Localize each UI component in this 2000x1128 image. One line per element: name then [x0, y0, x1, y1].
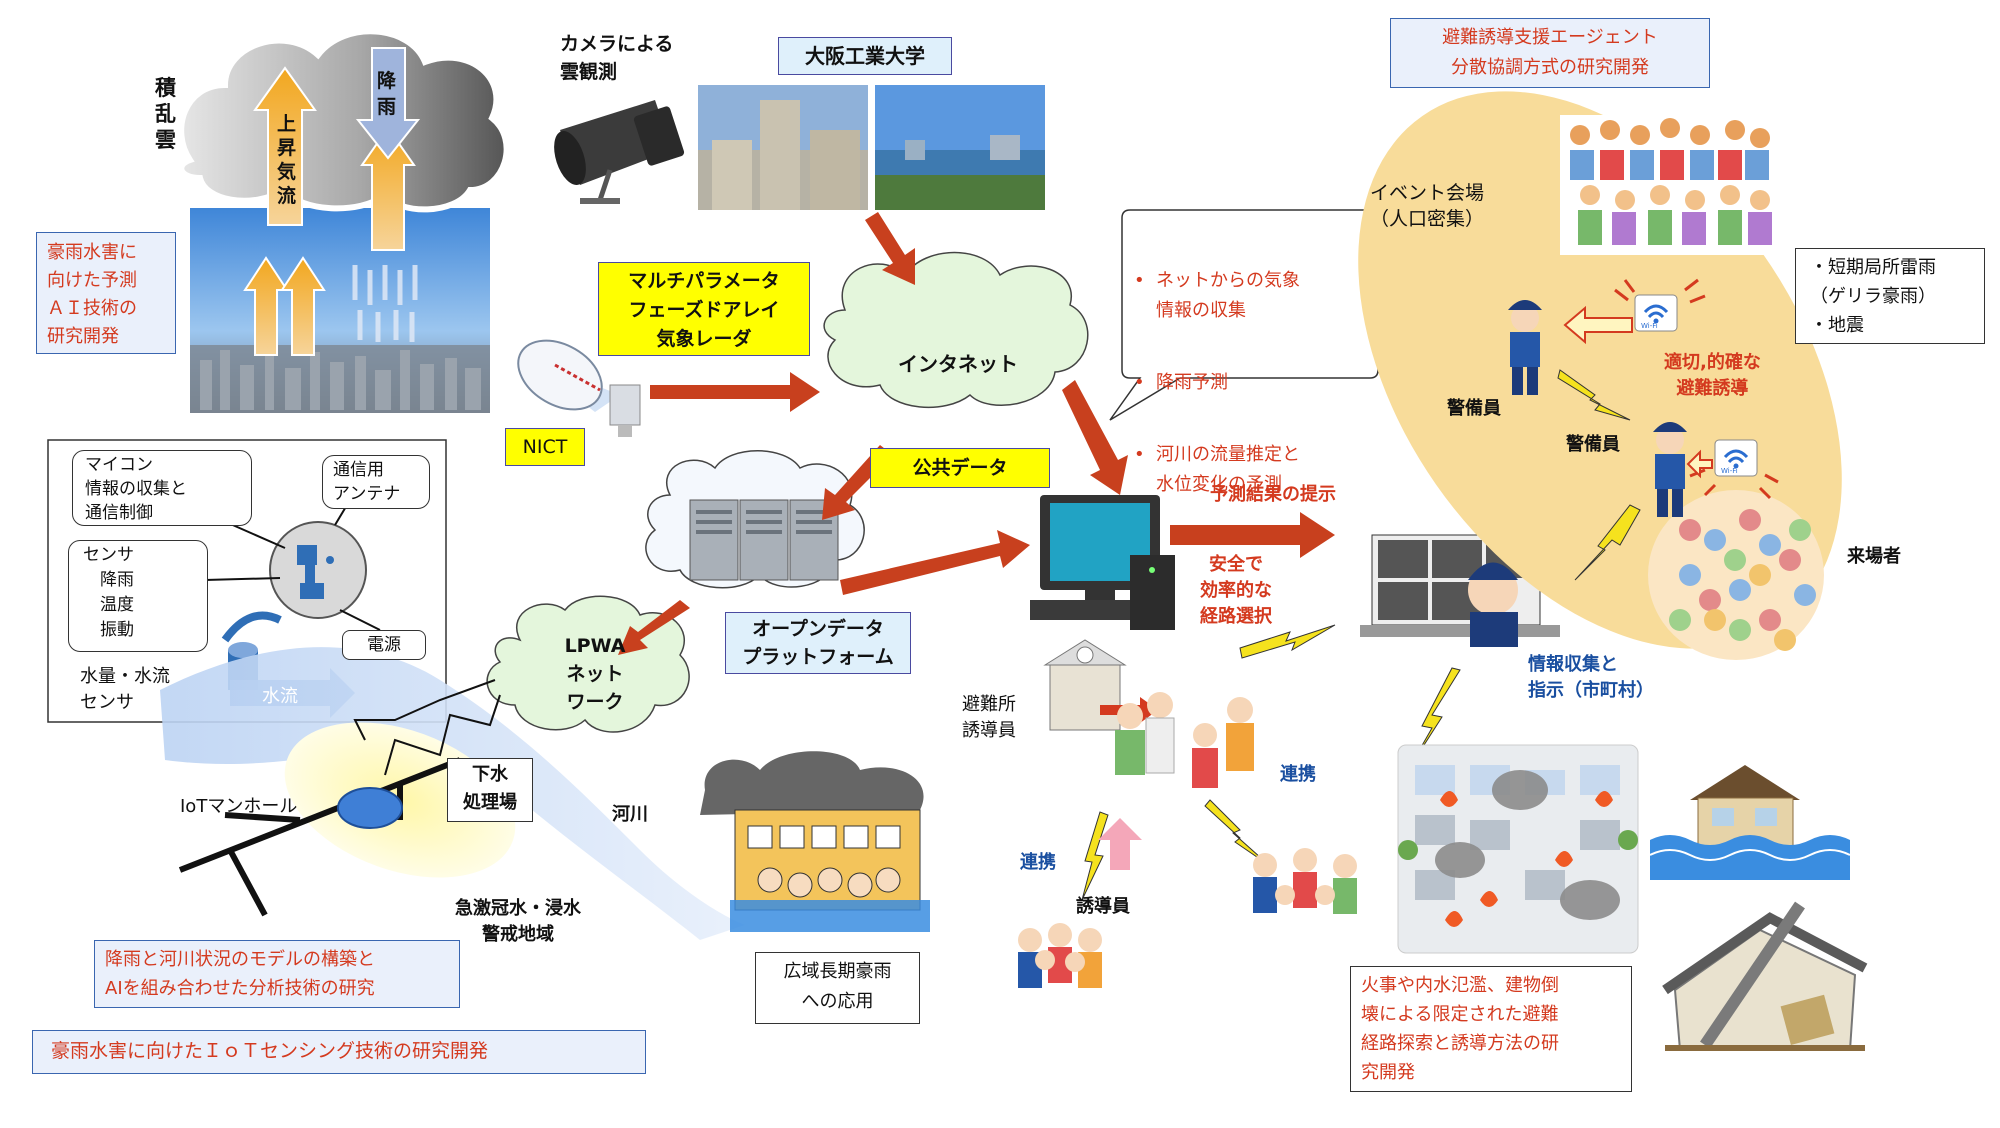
- guide-with-children-scene: [1018, 848, 1357, 988]
- antenna-box: 通信用 アンテナ: [322, 455, 430, 509]
- lpwa-label: LPWA ネット ワーク: [564, 635, 626, 713]
- wireless-links: [353, 679, 501, 776]
- camera-icon: [554, 100, 685, 204]
- hazard-box: ・短期局所雷雨 （ゲリラ豪雨） ・地震: [1795, 248, 1985, 344]
- flood-zone-label: 急激冠水・浸水 警戒地域: [455, 898, 581, 945]
- university-photos: [698, 85, 1045, 210]
- security-guard-icon-1: [1508, 300, 1542, 395]
- proper-guidance-label: 適切,的確な 避難誘導: [1664, 352, 1761, 399]
- guard-label-2: 警備員: [1566, 434, 1620, 455]
- pink-up-arrow: [1098, 818, 1142, 870]
- prediction-bullet-list: ネットからの気象 情報の収集 降雨予測 河川の流量推定と 水位変化の予測: [1130, 224, 1380, 521]
- camera-label: カメラによる 雲観測: [560, 33, 674, 83]
- updraft-label: 上昇気流: [277, 113, 297, 207]
- long-rain-box: 広域長期豪雨 への応用: [755, 952, 920, 1024]
- guide-label: 誘導員: [1076, 896, 1130, 917]
- prediction-bullet-3: 河川の流量推定と 水位変化の予測: [1130, 440, 1380, 500]
- wifi-text-2: Wi-Fi: [1721, 467, 1738, 475]
- university-label: 大阪工業大学: [778, 37, 952, 75]
- flooded-house-right-icon: [1649, 765, 1851, 880]
- prediction-bullet-2: 降雨予測: [1130, 368, 1380, 398]
- internet-label: インタネット: [898, 352, 1018, 376]
- water-flow-label: 水流: [262, 686, 298, 707]
- treatment-plant-box: 下水 処理場: [447, 758, 533, 822]
- iot-sensing-box: 豪雨水害に向けたＩｏＴセンシング技術の研究開発: [32, 1030, 646, 1074]
- public-data-box: 公共データ: [870, 448, 1050, 488]
- rain-label: 降雨: [377, 70, 397, 118]
- sensor-box: センサ 降雨 温度 振動: [68, 540, 208, 652]
- microcontroller-box: マイコン 情報の収集と 通信制御: [72, 450, 252, 526]
- wifi-text-1: Wi-Fi: [1641, 322, 1658, 330]
- safe-route-label: 安全で 効率的な 経路選択: [1200, 554, 1272, 627]
- cumulonimbus-label: 積乱雲: [155, 76, 176, 152]
- guide-arrow-1: [1563, 305, 1633, 345]
- power-box: 電源: [342, 630, 426, 660]
- cumulonimbus-illustration: [178, 28, 510, 413]
- flooded-house-icon: [700, 751, 930, 932]
- open-data-platform-box: オープンデータ プラットフォーム: [725, 612, 911, 674]
- water-sensor-label: 水量・水流 センサ: [80, 666, 170, 713]
- cooperation-label-1: 連携: [1280, 764, 1316, 785]
- computer-icon: [1030, 495, 1175, 630]
- guide-arrow-2: [1686, 449, 1713, 479]
- security-guard-icon-2: [1653, 422, 1687, 517]
- nict-label: NICT: [505, 428, 585, 466]
- model-research-box: 降雨と河川状況のモデルの構築と AIを組み合わせた分析技術の研究: [94, 940, 460, 1008]
- prediction-bullet-1: ネットからの気象 情報の収集: [1130, 266, 1380, 326]
- city-disaster-map: [1397, 744, 1639, 954]
- guard-label-1: 警備員: [1447, 398, 1501, 419]
- radar-icon: [517, 339, 641, 437]
- crowd-top-icon: [1560, 115, 1775, 255]
- collapsed-house-icon: [1662, 890, 1868, 1060]
- lightning-bolts: [1081, 369, 1641, 901]
- internet-cloud: [823, 251, 1089, 408]
- agent-research-box: 避難誘導支援エージェント 分散協調方式の研究開発: [1390, 18, 1710, 88]
- ai-research-box: 豪雨水害に 向けた予測 ＡＩ技術の 研究開発: [36, 232, 176, 354]
- info-collect-label: 情報収集と 指示（市町村）: [1528, 654, 1654, 701]
- fire-route-research-box: 火事や内水氾濫、建物倒 壊による限定された避難 経路探索と誘導方法の研 究開発: [1350, 966, 1632, 1092]
- crowd-bottom-icon: [1648, 490, 1824, 660]
- visitors-label: 来場者: [1847, 546, 1901, 567]
- event-venue-label: イベント会場 （人口密集）: [1370, 182, 1485, 230]
- iot-manhole: [337, 787, 403, 829]
- wifi-sign-icon-2: [1714, 439, 1758, 477]
- cooperation-label-2: 連携: [1020, 852, 1056, 873]
- prediction-result-label: 予測結果の提示: [1210, 484, 1336, 505]
- river: [160, 647, 745, 940]
- wifi-sign-icon-1: [1634, 294, 1678, 332]
- sensor-device-icon: [297, 545, 334, 599]
- radar-label-box: マルチパラメータ フェーズドアレイ 気象レーダ: [598, 262, 810, 356]
- river-label: 河川: [612, 804, 648, 825]
- server-rack-icon: [689, 499, 839, 581]
- iot-manhole-label: IoTマンホール: [180, 796, 298, 817]
- lpwa-cloud: [486, 595, 690, 733]
- shelter-guide-label: 避難所 誘導員: [962, 694, 1016, 741]
- shelter-guide-scene: [1043, 639, 1254, 788]
